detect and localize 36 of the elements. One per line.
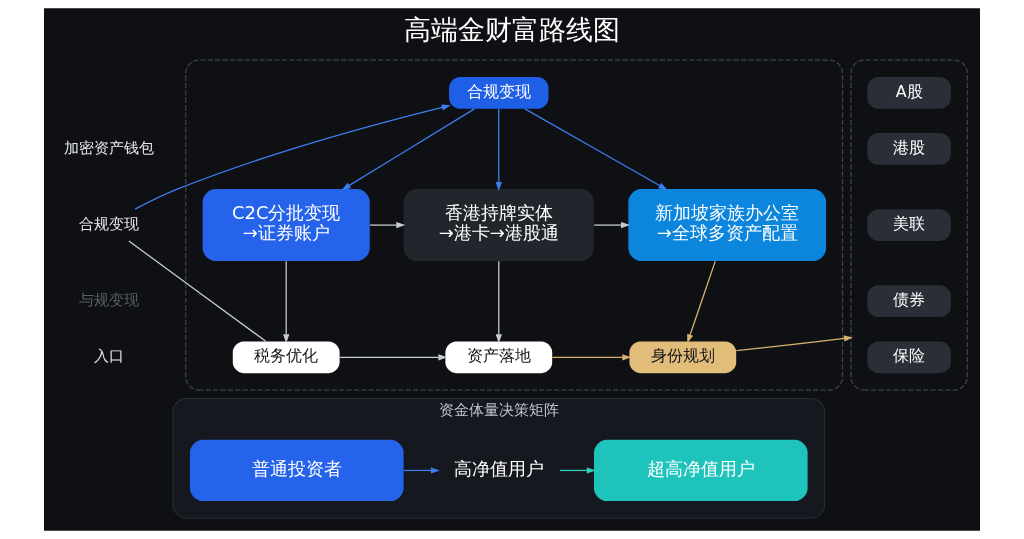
node-box: 美联 (867, 209, 951, 241)
node-box: 税务优化 (232, 341, 340, 374)
arrow (403, 467, 440, 474)
node-box: 债券 (867, 285, 951, 318)
arrow (339, 354, 448, 361)
arrow (593, 221, 630, 229)
node-box: 香港持牌实体 →港卡→港股通 (403, 189, 594, 262)
node-text: 合规变现 (78, 214, 139, 232)
node-box: 资产落地 (445, 341, 553, 374)
label: 与规变现 (78, 291, 139, 309)
arrow (369, 221, 406, 229)
arrow (524, 108, 668, 190)
cluster (850, 59, 968, 391)
node-box: 超高净值用户 (593, 439, 808, 502)
node-box: 港股 (867, 133, 951, 165)
node-text: 高净值用户 (453, 457, 544, 479)
arrow (283, 260, 290, 344)
arrow (495, 108, 502, 191)
node-box: 合规变现 (449, 77, 549, 109)
node-box: 保险 (867, 341, 951, 374)
node-box: C2C分批变现 →证券账户 (202, 189, 370, 262)
arrow (559, 467, 596, 474)
arrow (687, 260, 716, 344)
label: 入口 (93, 347, 124, 365)
arrow (134, 104, 451, 210)
node-box: 新加坡家族办公室 →全球多资产配置 (628, 189, 827, 262)
node-box: 身份规划 (629, 341, 737, 374)
connector (128, 240, 267, 342)
arrow (495, 260, 502, 344)
arrow (735, 335, 853, 352)
node-box: 普通投资者 (189, 439, 404, 502)
arrow (341, 108, 476, 191)
node-box: A股 (867, 77, 951, 109)
label: 加密资产钱包 (63, 138, 154, 156)
arrow (551, 354, 632, 361)
diagram-title: 高端金财富路线图 (404, 12, 620, 45)
